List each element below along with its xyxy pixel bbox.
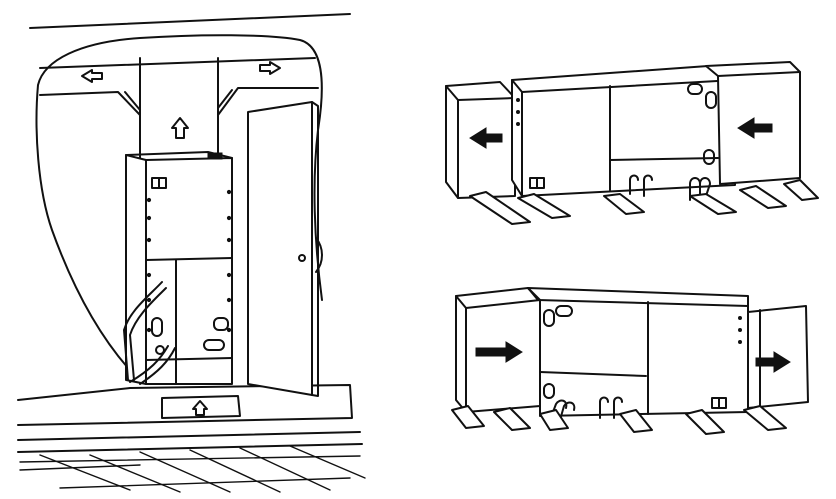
arrow-left-icon xyxy=(737,117,773,139)
arrow-right-icon xyxy=(259,61,281,75)
arrow-right-icon xyxy=(755,351,791,373)
horizontal-unit-right-airflow xyxy=(451,287,809,435)
arrow-up-icon xyxy=(171,117,189,139)
refrigerant-lines xyxy=(123,281,176,385)
drain-pipe-icon xyxy=(549,396,623,421)
air-handler-unit xyxy=(123,151,233,385)
return-grille xyxy=(161,395,241,419)
arrow-right-icon xyxy=(475,341,523,363)
arrow-left-icon xyxy=(469,127,503,149)
closet-door xyxy=(247,101,323,397)
floor-hatch xyxy=(19,445,366,493)
platform xyxy=(17,384,353,426)
horizontal-unit-left-airflow xyxy=(445,61,819,225)
unit-body xyxy=(527,287,749,417)
vertical-installation-panel xyxy=(17,13,366,493)
door-knob-icon xyxy=(298,254,306,262)
arrow-left-icon xyxy=(81,69,103,83)
drain-pipe-icon xyxy=(629,174,711,201)
ceiling-line xyxy=(29,13,351,29)
mounting-rails xyxy=(451,405,787,435)
arrow-up-icon xyxy=(192,400,208,416)
supply-plenum xyxy=(39,57,319,161)
mounting-rails xyxy=(469,179,819,225)
